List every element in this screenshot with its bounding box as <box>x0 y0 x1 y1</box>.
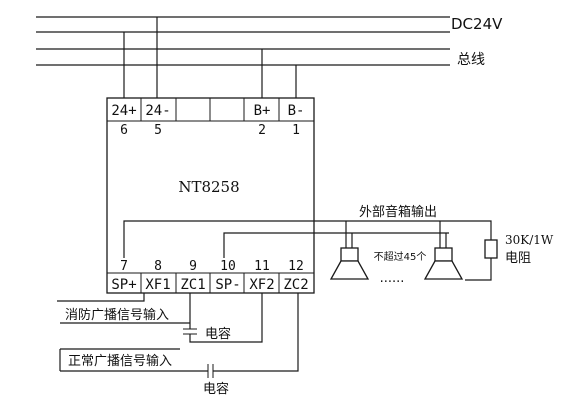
speaker2-magnet <box>434 247 453 262</box>
sp-plus-wire <box>123 220 492 258</box>
speaker-limit-note: 不超过45个 <box>374 250 427 263</box>
terminal-number-6: 6 <box>120 123 128 138</box>
speaker-output-label: 外部音箱输出 <box>359 204 437 220</box>
resistor-name: 电阻 <box>505 251 531 266</box>
speaker-ellipsis: ...... <box>380 271 405 286</box>
normal-input-label: 正常广播信号输入 <box>68 353 172 369</box>
bus-lines <box>36 16 450 66</box>
module-name: NT8258 <box>178 178 239 196</box>
terminal-number-1: 1 <box>292 123 300 138</box>
resistor-value: 30K/1W <box>505 233 554 247</box>
sp-minus-wire <box>223 232 449 258</box>
normal-capacitor-label: 电容 <box>203 381 229 397</box>
terminal-number-9: 9 <box>189 259 197 274</box>
terminal-label-xf2: XF2 <box>249 277 274 293</box>
speaker2-cone <box>423 260 464 280</box>
module-body <box>106 97 315 294</box>
terminal-number-10: 10 <box>220 259 236 274</box>
terminal-number-7: 7 <box>120 259 128 274</box>
fire-input-wiring <box>57 293 263 343</box>
terminal-label-spminus: SP- <box>215 277 240 293</box>
terminal-label-bminus: B- <box>288 103 305 119</box>
normal-input-wiring <box>59 293 299 378</box>
terminal-label-zc1: ZC1 <box>180 277 205 293</box>
terminal-number-8: 8 <box>154 259 162 274</box>
terminal-label-24plus: 24+ <box>111 103 136 119</box>
fire-input-label: 消防广播信号输入 <box>65 307 169 323</box>
fire-input-top-wire <box>57 293 145 302</box>
terminal-number-12: 12 <box>288 259 304 274</box>
speaker1-magnet <box>340 247 359 262</box>
terminal-number-5: 5 <box>154 123 162 138</box>
terminal-label-bplus: B+ <box>254 103 271 119</box>
speaker-icon <box>423 247 464 280</box>
xf2-wire <box>189 293 263 343</box>
top-terminal-strip: 24+ 24- B+ B- 6 5 2 1 <box>107 98 314 138</box>
zc2-wire <box>213 293 299 372</box>
terminal-label-xf1: XF1 <box>145 277 170 293</box>
bottom-terminal-strip: 7 8 9 10 11 12 SP+ XF1 ZC1 SP- XF2 ZC2 <box>107 259 314 293</box>
speaker-wiring <box>123 220 492 281</box>
terminal-number-11: 11 <box>254 259 270 274</box>
resistor-icon <box>484 239 498 259</box>
speaker-icon <box>329 247 370 280</box>
bus-drops <box>123 17 297 98</box>
resistor-return-wire <box>465 258 492 281</box>
speaker1-cone <box>329 260 370 280</box>
fire-capacitor-label: 电容 <box>205 326 231 342</box>
signal-bus-label: 总线 <box>457 52 485 68</box>
terminal-label-24minus: 24- <box>145 103 170 119</box>
terminal-label-spplus: SP+ <box>111 277 136 293</box>
power-bus-label: DC24V <box>451 15 503 33</box>
terminal-number-2: 2 <box>258 123 266 138</box>
terminal-label-zc2: ZC2 <box>283 277 308 293</box>
